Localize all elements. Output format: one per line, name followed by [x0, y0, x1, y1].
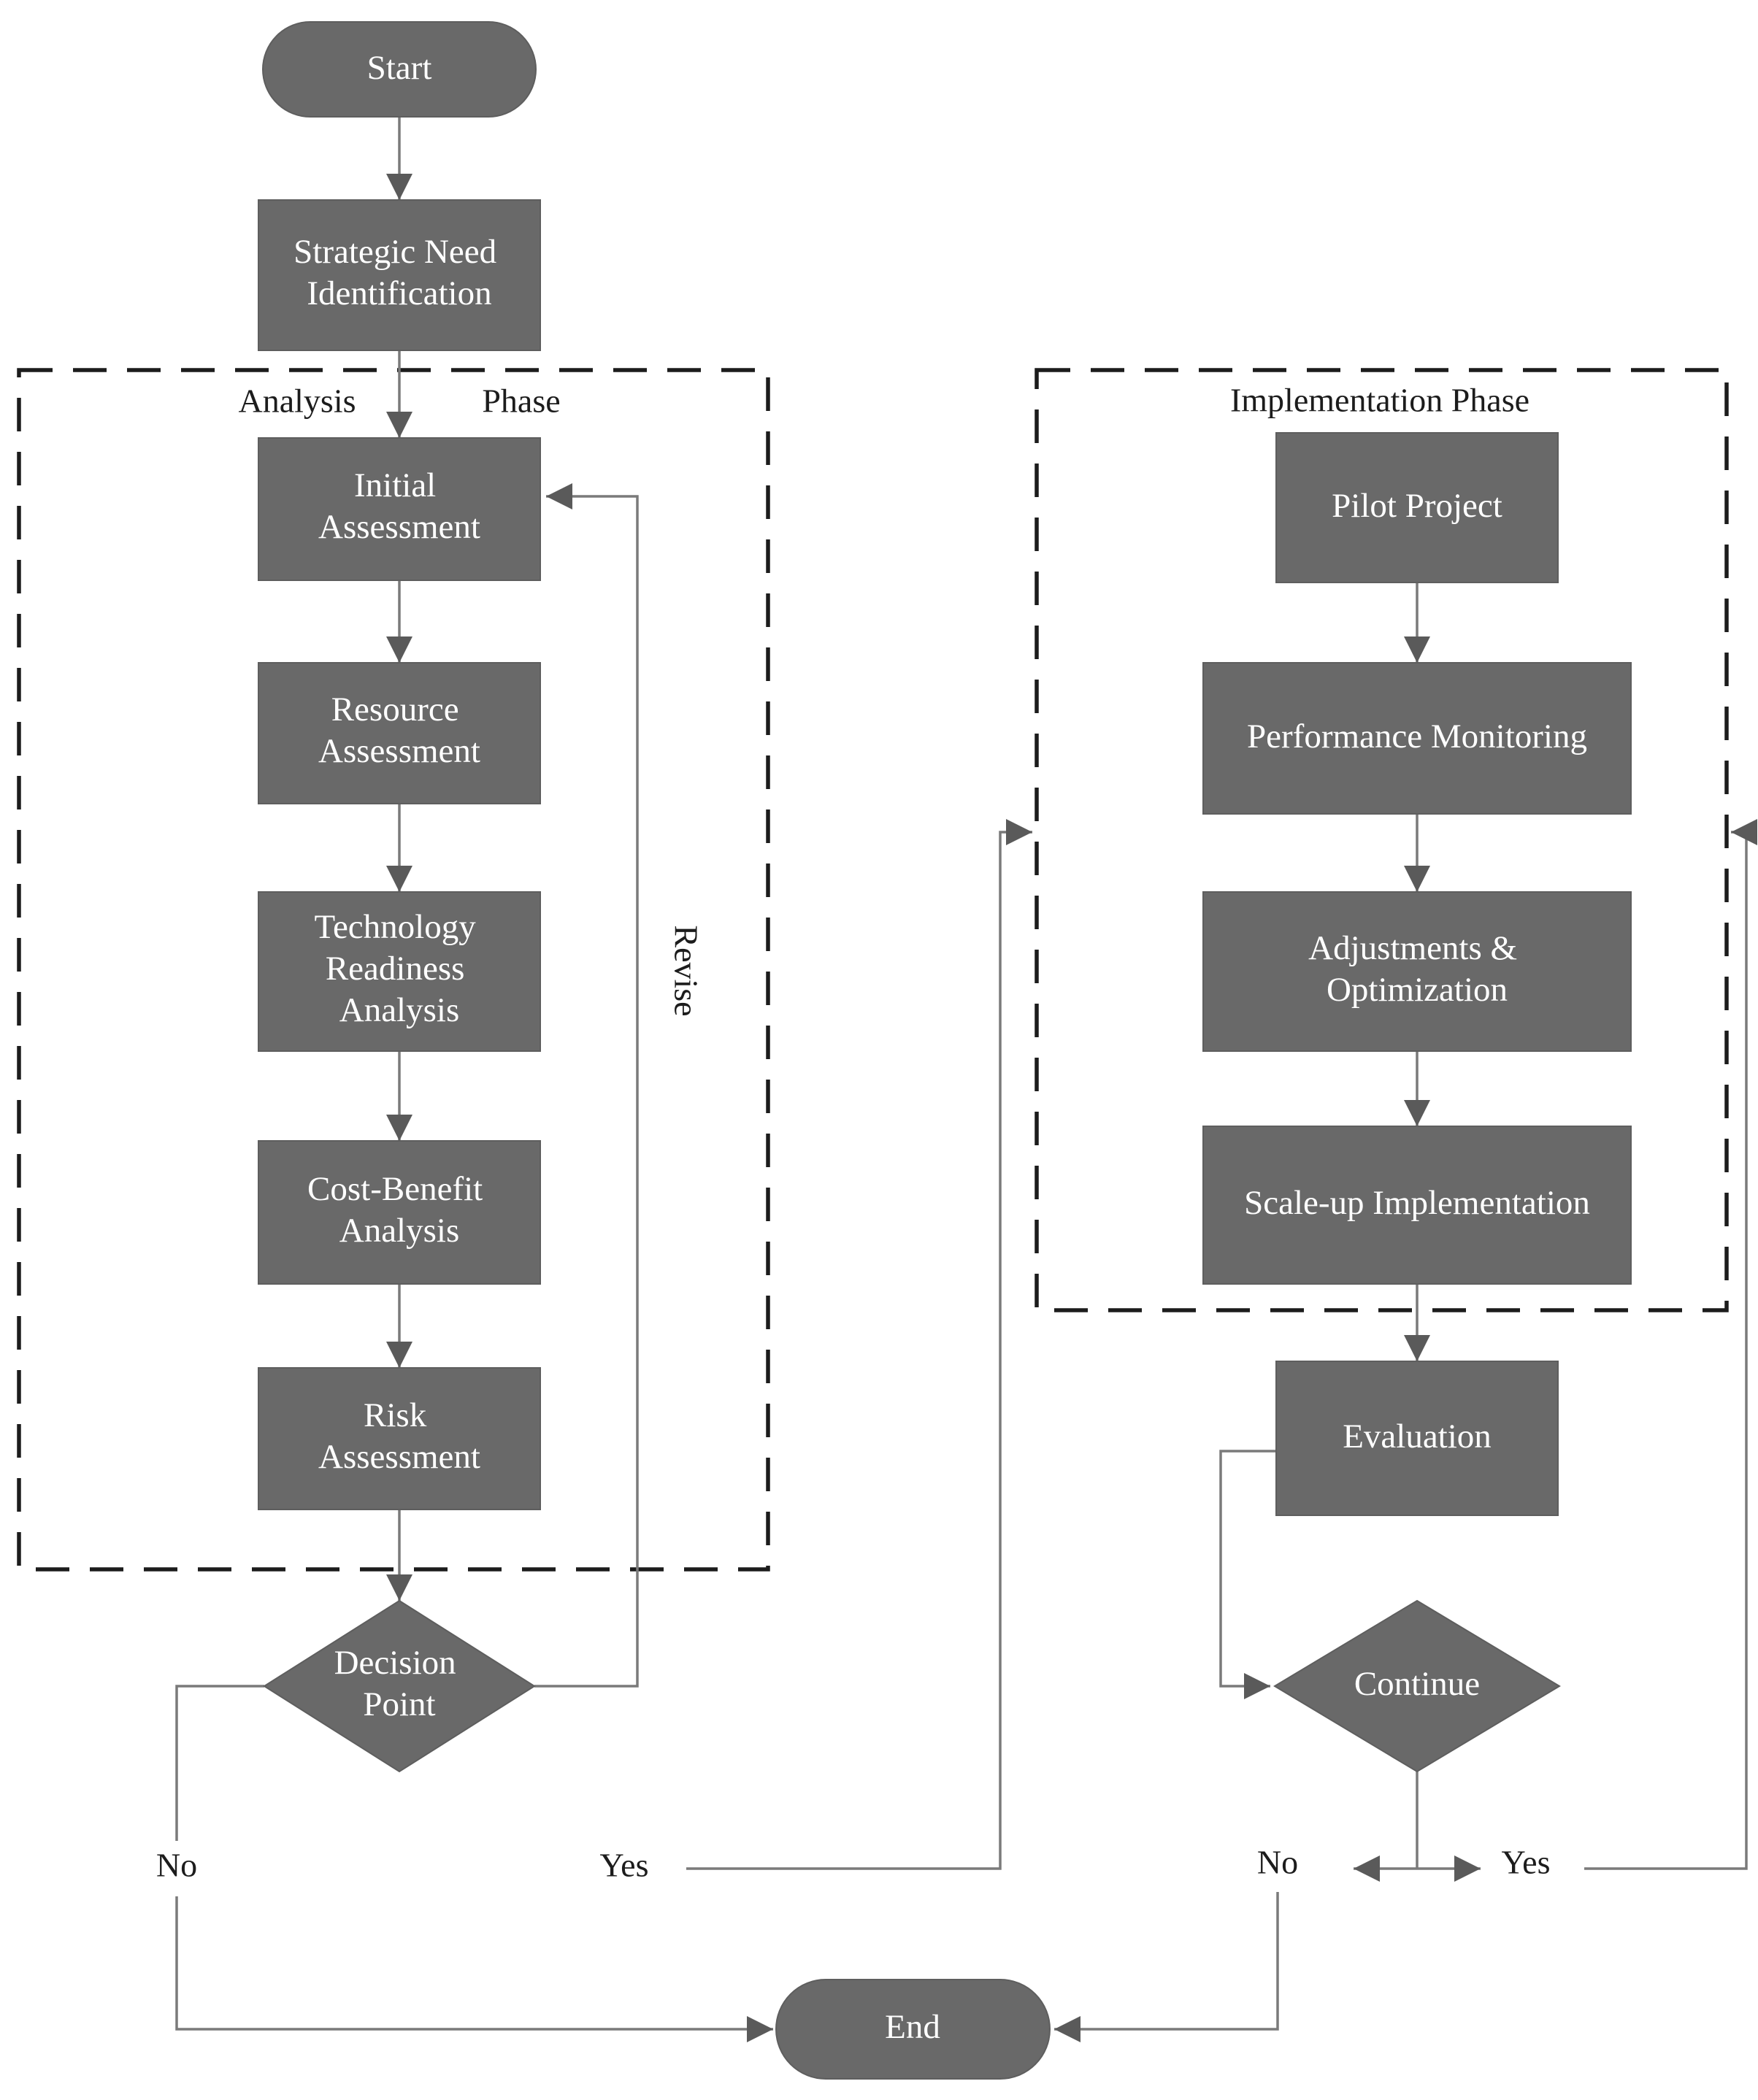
arrow-continue-yes-to-implementation: [1584, 819, 1757, 1870]
evaluation-label: Evaluation: [1343, 1418, 1492, 1455]
scale-up-implementation-node: [1202, 1126, 1632, 1285]
implementation-phase-title: Implementation Phase: [1230, 382, 1529, 419]
arrow-continue-no-to-end: [1054, 1892, 1279, 2042]
arrow-decision-yes-to-implementation: [686, 819, 1032, 1870]
risk-assessment-label: Risk Assessment: [318, 1396, 480, 1476]
technology-readiness-label: Technology Readiness Analysis: [315, 908, 485, 1029]
decision-point-label: Decision Point: [334, 1644, 465, 1723]
continue-decision-node: [1273, 1599, 1561, 1773]
pilot-project-label: Pilot Project: [1332, 487, 1502, 525]
arrow-decision-no-to-end: [175, 1685, 773, 2042]
implementation-phase-border: [1035, 368, 1729, 1312]
analysis-phase-title-right: Phase: [482, 382, 560, 420]
technology-readiness-node: [258, 891, 541, 1052]
analysis-phase-title-left: Analysis: [239, 382, 356, 420]
resource-assessment-label: Resource Assessment: [318, 691, 480, 770]
revise-edge-label: Revise: [667, 925, 705, 1016]
decision-no-label-background: [146, 1841, 207, 1896]
decision-yes-label: Yes: [600, 1847, 649, 1884]
arrow-revise-loop: [534, 483, 639, 1688]
decision-no-label: No: [156, 1847, 197, 1884]
start-label: Start: [367, 49, 432, 87]
resource-assessment-node: [258, 662, 541, 804]
continue-no-label: No: [1257, 1844, 1298, 1881]
end-label: End: [885, 2008, 940, 2046]
cost-benefit-node: [258, 1140, 541, 1285]
initial-assessment-node: [258, 437, 541, 581]
continue-yes-label: Yes: [1502, 1844, 1551, 1881]
analysis-phase-border: [17, 368, 770, 1572]
pilot-project-node: [1275, 432, 1559, 583]
scale-up-implementation-label: Scale-up Implementation: [1244, 1184, 1590, 1222]
initial-assessment-label: Initial Assessment: [318, 466, 480, 546]
performance-monitoring-node: [1202, 662, 1632, 815]
adjustments-optimization-label: Adjustments & Optimization: [1308, 929, 1526, 1009]
end-node: [775, 1979, 1051, 2080]
performance-monitoring-label: Performance Monitoring: [1247, 718, 1587, 755]
cost-benefit-label: Cost-Benefit Analysis: [307, 1170, 491, 1250]
arrow-evaluation-to-continue: [1219, 1450, 1276, 1699]
continue-decision-label: Continue: [1354, 1665, 1480, 1703]
strategic-need-node: [258, 199, 541, 351]
decision-point-node: [263, 1599, 536, 1773]
start-node: [262, 21, 537, 118]
adjustments-optimization-node: [1202, 891, 1632, 1052]
strategic-need-label: Strategic Need Identification: [293, 233, 505, 312]
risk-assessment-node: [258, 1367, 541, 1510]
evaluation-node: [1275, 1361, 1559, 1516]
